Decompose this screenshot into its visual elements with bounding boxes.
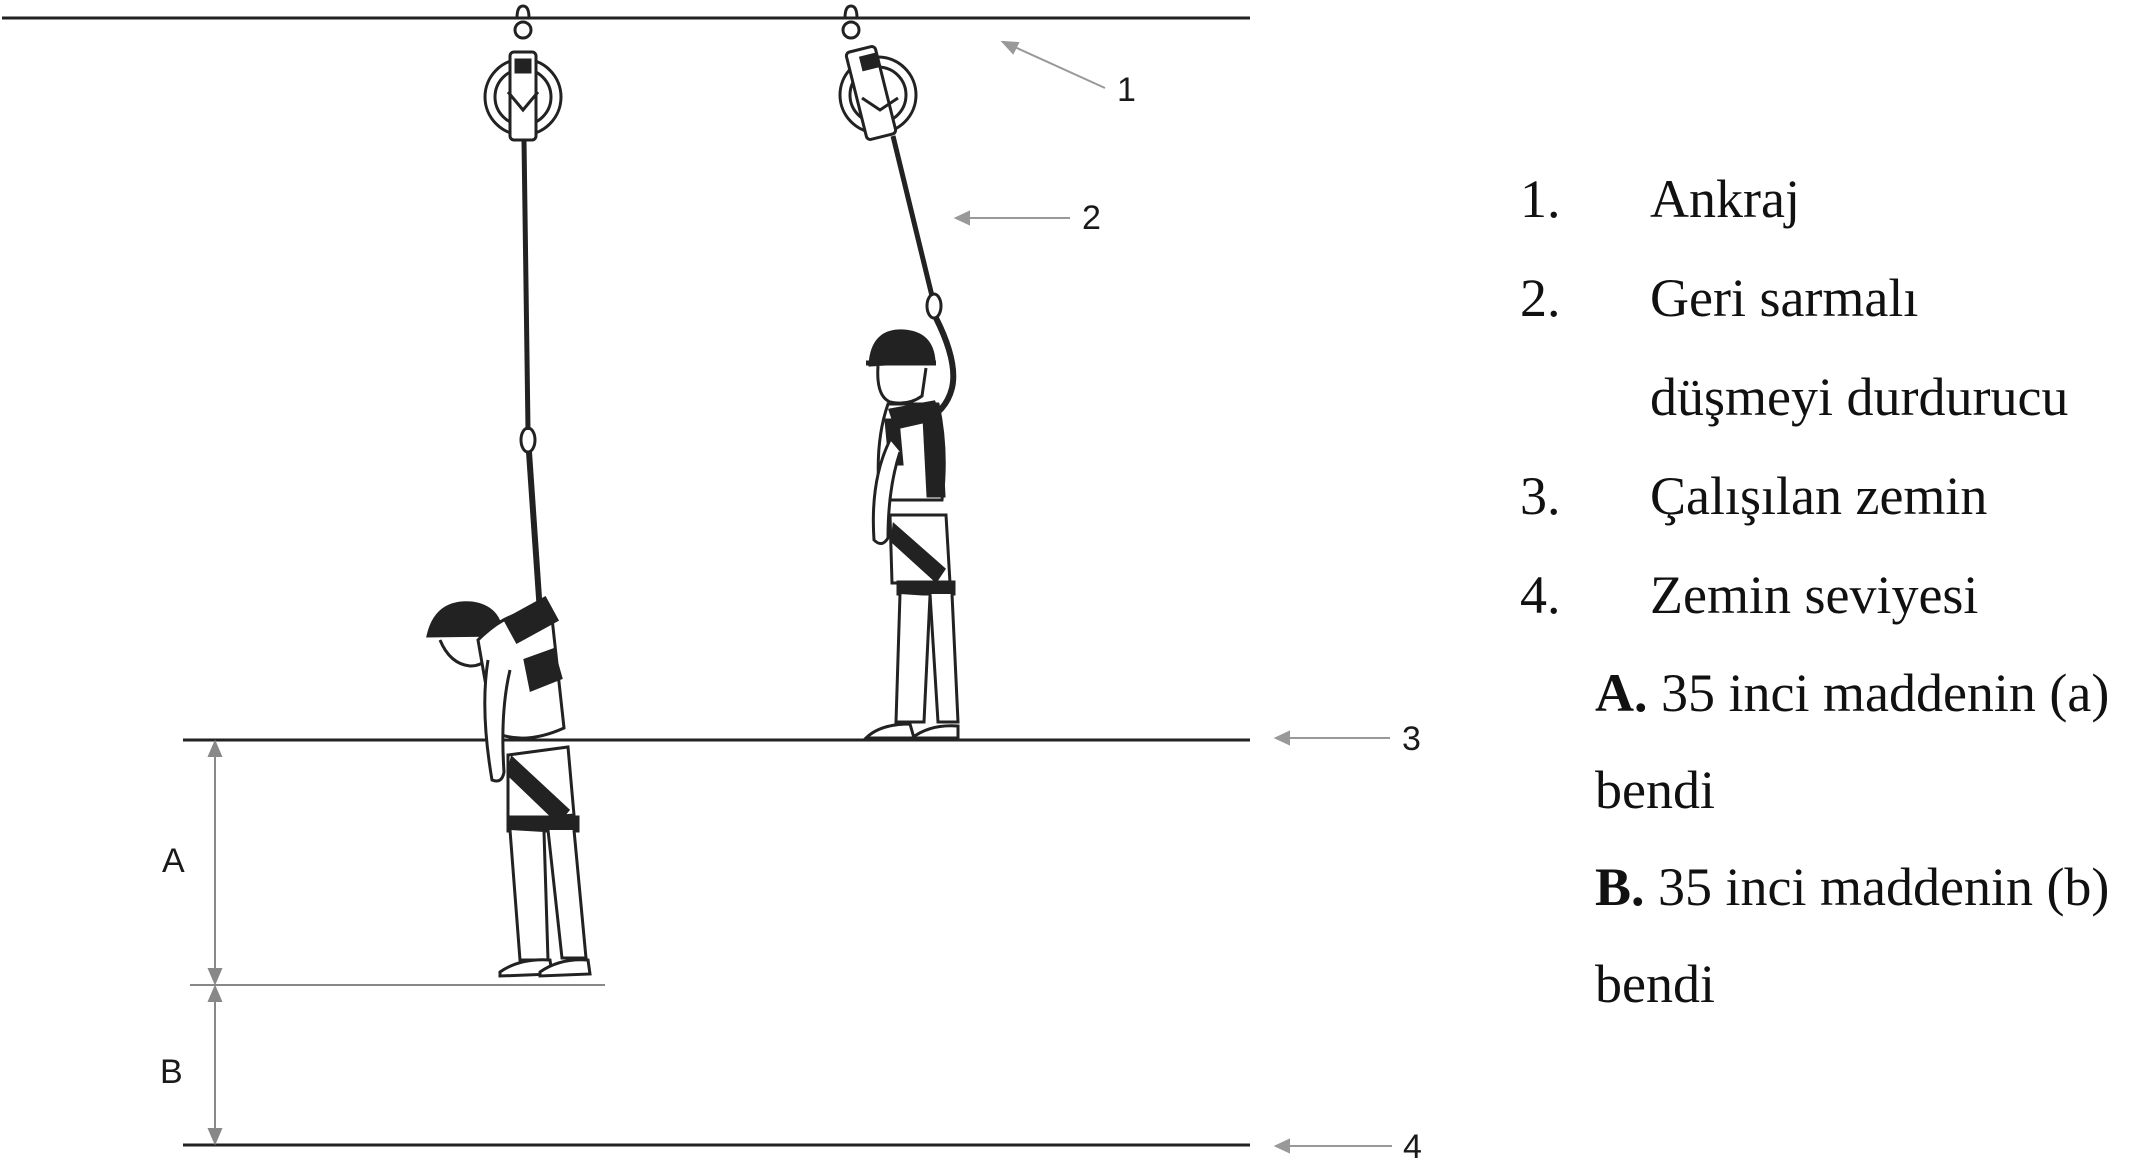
callout-arrow-4 — [1273, 1138, 1392, 1154]
legend-item: düşmeyi durdurucu — [1520, 348, 2140, 447]
legend-note-b: B. 35 inci maddenin (b) — [1595, 839, 2140, 936]
dimension-a-label: A — [162, 842, 185, 880]
legend-item-number: 4. — [1520, 565, 1561, 625]
legend-note-a: A. 35 inci maddenin (a) — [1595, 645, 2140, 742]
legend-note-text: 35 inci maddenin (b) — [1644, 857, 2110, 917]
dimension-b-label: B — [160, 1053, 183, 1091]
callout-arrow-3 — [1273, 730, 1390, 746]
legend-item: 3. Çalışılan zemin — [1520, 447, 2140, 546]
callout-arrow-1 — [1000, 40, 1106, 89]
legend-item: 4. Zemin seviyesi — [1520, 546, 2140, 645]
dimension-b-arrow — [207, 984, 223, 1146]
legend-item-label: Çalışılan zemin — [1650, 466, 1988, 526]
callout-label-3: 3 — [1402, 720, 1421, 758]
snap-hook-left — [519, 426, 537, 454]
callout-label-2: 2 — [1082, 199, 1101, 237]
legend-item: 1. Ankraj — [1520, 150, 2140, 249]
legend-item-number: 3. — [1520, 466, 1561, 526]
legend-note-text: 35 inci maddenin (a) — [1647, 663, 2110, 723]
legend-note-key: A. — [1595, 663, 1648, 723]
legend-item-number: 1. — [1520, 169, 1561, 229]
legend-note-b-continuation: bendi — [1595, 954, 1715, 1014]
legend-item-label: Zemin seviyesi — [1650, 565, 1979, 625]
legend-item-number: 2. — [1520, 268, 1561, 328]
callout-arrow-2 — [953, 210, 1070, 226]
legend-item-label: düşmeyi durdurucu — [1650, 367, 2069, 427]
snap-hook-right — [925, 292, 943, 320]
legend-note-key: B. — [1595, 857, 1645, 917]
legend: 1. Ankraj 2. Geri sarmalı düşmeyi durdur… — [1520, 150, 2140, 1033]
lanyard-left — [521, 139, 531, 431]
legend-item: 2. Geri sarmalı — [1520, 249, 2140, 348]
legend-note-a-continuation: bendi — [1595, 760, 1715, 820]
callout-label-4: 4 — [1403, 1128, 1422, 1166]
worker-standing — [862, 329, 960, 740]
dimension-a-arrow — [207, 739, 223, 986]
legend-item-label: Ankraj — [1650, 169, 1800, 229]
callout-label-1: 1 — [1117, 71, 1136, 109]
retractable-device-right — [838, 4, 918, 141]
legend-item-label: Geri sarmalı — [1650, 268, 1919, 328]
retractable-device-left — [483, 4, 563, 142]
worker-fallen — [426, 595, 592, 978]
lanyard-right — [890, 135, 935, 297]
